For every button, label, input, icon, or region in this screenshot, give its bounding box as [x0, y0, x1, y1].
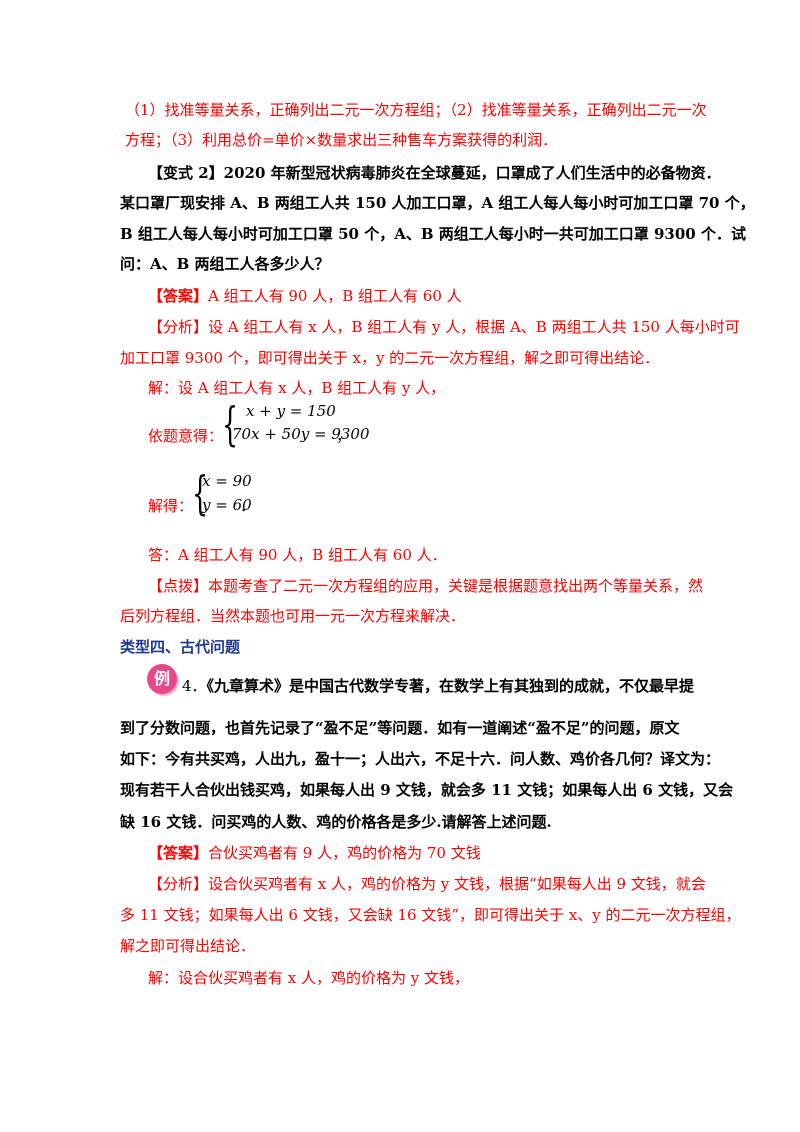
solution1-setup-label: 依题意得：: [148, 427, 224, 445]
analysis1-line1: 【分析】设 A 组工人有 x 人，B 组工人有 y 人，根据 A、B 两组工人共…: [148, 317, 740, 337]
comment1-line2: 后列方程组．当然本题也可用一元一次方程来解决．: [120, 607, 466, 625]
system-brace-2: {: [192, 466, 209, 520]
analysis-tail-line1: （1）找准等量关系，正确列出二元一次方程组；（2）找准等量关系，正确列出二元一次: [125, 101, 707, 119]
example-badge: 例: [147, 664, 177, 694]
analysis1-tag: 【分析】: [148, 318, 209, 336]
solution-period: ．: [240, 497, 256, 515]
solution1-solve-label: 解得：: [148, 497, 194, 515]
example4-text1: 《九章算术》是中国古代数学专著，在数学上有其独到的成就，不仅最早提: [206, 677, 695, 695]
example4-line3: 如下：今有共买鸡，人出九，盈十一；人出六，不足十六．问人数、鸡价各几何？译文为：: [120, 750, 721, 768]
analysis2-line3: 解之即可得出结论．: [120, 937, 256, 955]
variant2-line3: B 组工人每人每小时可加工口罩 50 个，A、B 两组工人每小时一共可加工口罩 …: [120, 225, 746, 243]
answer1-line: 【答案】A 组工人有 90 人，B 组工人有 60 人: [148, 286, 462, 306]
analysis1-line2: 加工口罩 9300 个，即可得出关于 x，y 的二元一次方程组，解之即可得出结论…: [120, 349, 660, 367]
answer1-text: A 组工人有 90 人，B 组工人有 60 人: [208, 287, 462, 305]
example4-line2: 到了分数问题，也首先记录了“盈不足”等问题．如有一道阐述“盈不足”的问题，原文: [120, 719, 680, 737]
variant2-line1: 【变式 2】2020 年新型冠状病毒肺炎在全球蔓延，口罩成了人们生活中的必备物资…: [148, 163, 721, 183]
solution-x: x = 90: [202, 472, 252, 490]
answer2-text: 合伙买鸡者有 9 人，鸡的价格为 70 文钱: [208, 844, 481, 862]
equation-1: x + y = 150: [246, 402, 336, 420]
example4-line4: 现有若干人合伙出钱买鸡，如果每人出 9 文钱，就会多 11 文钱；如果每人出 6…: [120, 781, 734, 799]
solution-y: y = 60: [202, 496, 252, 514]
analysis2-tag: 【分析】: [148, 875, 209, 893]
variant2-tag: 【变式 2】: [148, 164, 224, 182]
analysis-tail-line2: 方程；（3）利用总价=单价×数量求出三种售车方案获得的利润．: [125, 131, 558, 149]
solution2-intro: 解：设合伙买鸡者有 x 人，鸡的价格为 y 文钱，: [148, 969, 470, 987]
answer2-line: 【答案】合伙买鸡者有 9 人，鸡的价格为 70 文钱: [148, 843, 481, 863]
comment1-text1: 本题考查了二元一次方程组的应用，关键是根据题意找出两个等量关系，然: [208, 577, 704, 595]
variant2-line4: 问：A、B 两组工人各多少人？: [120, 255, 330, 273]
answer1-tag: 【答案】: [148, 287, 209, 305]
example4-number: 4．: [182, 677, 207, 695]
analysis1-text1: 设 A 组工人有 x 人，B 组工人有 y 人，根据 A、B 两组工人共 150…: [208, 318, 740, 336]
section-title: 类型四、古代问题: [120, 638, 241, 656]
comment1-tag: 【点拨】: [148, 577, 209, 595]
variant2-line2: 某口罩厂现安排 A、B 两组工人共 150 人加工口罩，A 组工人每人每小时可加…: [120, 194, 755, 212]
example4-line1: 4．《九章算术》是中国古代数学专著，在数学上有其独到的成就，不仅最早提: [182, 676, 694, 696]
system-brace-1: {: [222, 397, 239, 451]
comment1-line1: 【点拨】本题考查了二元一次方程组的应用，关键是根据题意找出两个等量关系，然: [148, 576, 703, 596]
analysis2-text1: 设合伙买鸡者有 x 人，鸡的价格为 y 文钱，根据“如果每人出 9 文钱，就会: [208, 875, 706, 893]
answer2-tag: 【答案】: [148, 844, 209, 862]
equation-comma: ，: [336, 427, 352, 445]
variant2-text1: 2020 年新型冠状病毒肺炎在全球蔓延，口罩成了人们生活中的必备物资．: [223, 164, 721, 182]
example4-line5: 缺 16 文钱．问买鸡的人数、鸡的价格各是多少.请解答上述问题.: [120, 813, 552, 831]
equation-2: 70x + 50y = 9300: [232, 425, 370, 443]
solution1-conclusion: 答：A 组工人有 90 人，B 组工人有 60 人．: [148, 546, 447, 564]
solution1-intro: 解：设 A 组工人有 x 人，B 组工人有 y 人，: [148, 379, 446, 397]
analysis2-line1: 【分析】设合伙买鸡者有 x 人，鸡的价格为 y 文钱，根据“如果每人出 9 文钱…: [148, 874, 706, 894]
analysis2-line2: 多 11 文钱；如果每人出 6 文钱，又会缺 16 文钱”，即可得出关于 x、y…: [120, 906, 741, 924]
